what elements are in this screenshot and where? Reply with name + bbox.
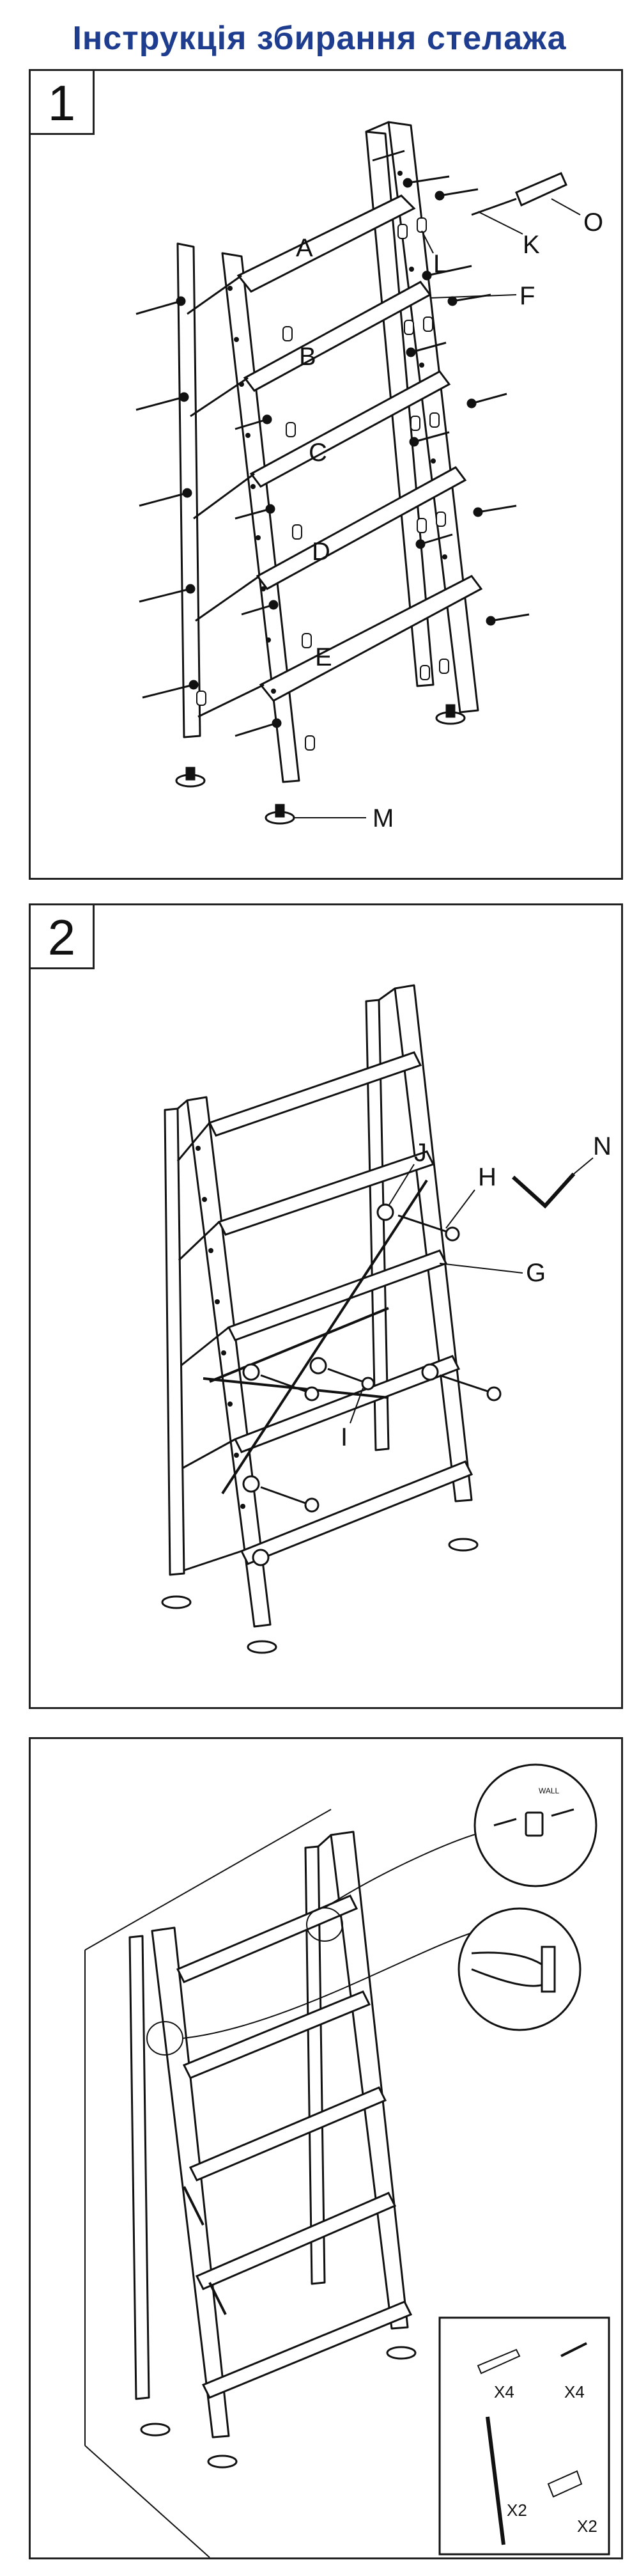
part-wall-anchor: X4 — [477, 2348, 521, 2401]
page-title: Інструкція збирання стелажа — [72, 20, 567, 57]
label-I: I — [341, 1423, 348, 1451]
strap-icon — [486, 2416, 505, 2545]
label-L: L — [433, 250, 447, 278]
left-rear-leg — [164, 1107, 185, 1576]
step-3-diagram: WALL X4 X4 X2 X2 — [84, 1763, 610, 2557]
part-qty: X2 — [577, 2517, 597, 2536]
wall-label: WALL — [539, 1786, 560, 1795]
shelf-D — [256, 466, 467, 590]
label-B: B — [299, 343, 316, 371]
screw-icon — [560, 2342, 587, 2357]
label-H: H — [478, 1163, 497, 1191]
part-screw: X4 — [560, 2342, 587, 2401]
detail-wall-circle — [473, 1763, 597, 1887]
step-number: 1 — [31, 71, 95, 135]
label-O: O — [583, 208, 603, 237]
wall — [84, 1809, 332, 2557]
part-qty: X2 — [507, 2501, 527, 2520]
step-3-panel: WALL X4 X4 X2 X2 — [29, 1737, 623, 2559]
hex-key-icon — [511, 1172, 576, 1209]
detail-strap-circle — [458, 1907, 581, 2031]
part-qty: X4 — [564, 2382, 585, 2401]
step-number: 2 — [31, 905, 95, 969]
right-rear-leg — [365, 999, 390, 1451]
label-A: A — [296, 234, 313, 262]
part-qty: X4 — [494, 2382, 514, 2401]
shelf-A — [236, 194, 416, 293]
bracket-icon — [547, 2470, 583, 2498]
shelf-C — [249, 370, 451, 488]
label-F: F — [520, 282, 535, 310]
parts-box — [438, 2316, 610, 2556]
label-N: N — [593, 1132, 612, 1160]
label-D: D — [312, 538, 330, 566]
label-J: J — [414, 1139, 427, 1167]
part-strap: X2 — [486, 2416, 527, 2545]
shelf-E — [259, 575, 483, 702]
step-2-diagram: J H N G I — [161, 984, 612, 1654]
label-C: C — [309, 439, 327, 467]
label-E: E — [315, 643, 332, 671]
step-1-diagram: A B C D E L F K O M — [135, 121, 603, 832]
step-2-panel: 2 — [29, 903, 623, 1709]
label-K: K — [523, 231, 540, 259]
left-front-leg — [186, 1096, 272, 1628]
screwdriver-icon — [471, 172, 567, 216]
label-M: M — [373, 804, 394, 832]
part-bracket: X2 — [547, 2470, 597, 2536]
step-1-panel: 1 — [29, 69, 623, 880]
wall-anchor-icon — [477, 2348, 521, 2375]
shelf-B — [243, 281, 432, 392]
label-G: G — [526, 1259, 546, 1287]
